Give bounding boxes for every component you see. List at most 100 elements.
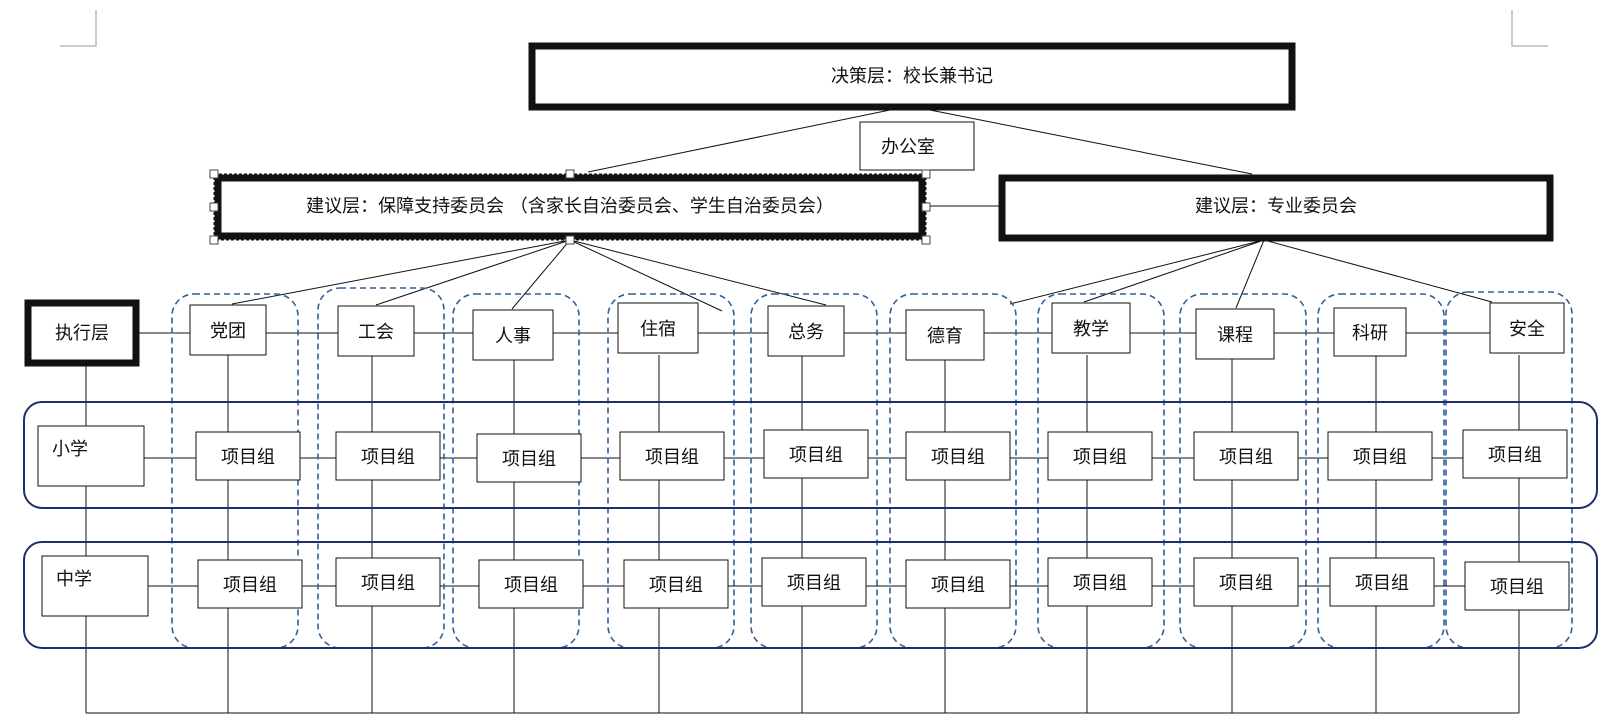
department-8: 课程	[1195, 308, 1275, 360]
executive-layer-box: 执行层	[24, 299, 140, 367]
project-group-label: 项目组	[1355, 573, 1409, 594]
department-label: 课程	[1217, 325, 1253, 346]
department-box	[1051, 302, 1131, 354]
department-label: 住宿	[640, 319, 676, 340]
office-label: 办公室	[881, 137, 935, 158]
secondary-label: 中学	[56, 569, 92, 590]
department-label: 科研	[1352, 323, 1388, 344]
project-group-box	[195, 431, 301, 481]
department-box	[767, 305, 845, 357]
advisory-support-box: 建议层：保障支持委员会 （含家长自治委员会、学生自治委员会）	[213, 173, 927, 241]
department-label: 安全	[1509, 319, 1545, 340]
project-group-box	[905, 431, 1011, 481]
project-group-label: 项目组	[931, 575, 985, 596]
page-corner-marks	[60, 10, 1548, 47]
project-group-label: 项目组	[1073, 573, 1127, 594]
department-box	[1489, 302, 1565, 354]
project-group-primary-9: 项目组	[1327, 431, 1433, 481]
secondary-box: 中学	[41, 555, 149, 617]
department-7: 教学	[1051, 302, 1131, 354]
primary-band	[23, 401, 1598, 509]
dashed-column-2	[317, 287, 445, 649]
project-group-label: 项目组	[361, 573, 415, 594]
project-group-primary-8: 项目组	[1193, 431, 1299, 481]
department-box	[472, 309, 554, 361]
project-group-label: 项目组	[1490, 577, 1544, 598]
project-group-primary-5: 项目组	[763, 429, 869, 479]
project-group-boxes: 项目组项目组项目组项目组项目组项目组项目组项目组项目组项目组项目组项目组项目组项…	[195, 429, 1570, 611]
primary-label: 小学	[52, 439, 88, 460]
project-group-box	[1047, 431, 1153, 481]
decision-layer-label: 决策层：校长兼书记	[831, 66, 993, 87]
project-group-box	[1047, 557, 1153, 607]
project-group-primary-2: 项目组	[335, 431, 441, 481]
advisory-professional-label: 建议层：专业委员会	[1195, 196, 1357, 217]
project-group-label: 项目组	[645, 447, 699, 468]
project-group-primary-4: 项目组	[619, 431, 725, 481]
project-group-box	[1193, 431, 1299, 481]
project-group-box	[1462, 429, 1568, 479]
department-box	[189, 304, 267, 356]
advisory-professional-box: 建议层：专业委员会	[998, 174, 1554, 242]
project-group-label: 项目组	[1353, 447, 1407, 468]
project-group-label: 项目组	[787, 573, 841, 594]
project-group-box	[1327, 431, 1433, 481]
project-group-box	[619, 431, 725, 481]
project-group-secondary-4: 项目组	[623, 559, 729, 609]
project-group-label: 项目组	[931, 447, 985, 468]
decision-layer-box: 决策层：校长兼书记	[528, 42, 1296, 111]
project-group-box	[1193, 557, 1299, 607]
project-group-secondary-2: 项目组	[335, 557, 441, 607]
department-9: 科研	[1333, 307, 1407, 357]
department-3: 人事	[472, 309, 554, 361]
project-group-box	[905, 559, 1011, 609]
department-box	[1333, 307, 1407, 357]
project-group-label: 项目组	[223, 575, 277, 596]
project-group-box	[763, 429, 869, 479]
project-group-box	[1329, 557, 1435, 607]
project-group-box	[197, 559, 303, 609]
project-group-label: 项目组	[789, 445, 843, 466]
selection-handles	[209, 169, 931, 245]
project-group-label: 项目组	[502, 449, 556, 470]
project-group-label: 项目组	[1219, 447, 1273, 468]
project-group-secondary-8: 项目组	[1193, 557, 1299, 607]
project-group-box	[478, 559, 584, 609]
department-label: 德育	[927, 326, 963, 347]
project-group-label: 项目组	[649, 575, 703, 596]
project-group-secondary-1: 项目组	[197, 559, 303, 609]
department-10: 安全	[1489, 302, 1565, 354]
office-box: 办公室	[859, 121, 975, 171]
project-group-primary-10: 项目组	[1462, 429, 1568, 479]
department-5: 总务	[767, 305, 845, 357]
project-group-box	[476, 433, 582, 483]
department-label: 党团	[210, 321, 246, 342]
project-group-secondary-7: 项目组	[1047, 557, 1153, 607]
department-box	[1195, 308, 1275, 360]
project-group-primary-6: 项目组	[905, 431, 1011, 481]
department-box	[337, 305, 415, 357]
advisory-support-label: 建议层：保障支持委员会 （含家长自治委员会、学生自治委员会）	[306, 196, 834, 217]
department-box	[617, 302, 699, 354]
project-group-label: 项目组	[1488, 445, 1542, 466]
project-group-secondary-10: 项目组	[1464, 561, 1570, 611]
project-group-primary-1: 项目组	[195, 431, 301, 481]
project-group-box	[623, 559, 729, 609]
project-group-label: 项目组	[504, 575, 558, 596]
project-group-primary-3: 项目组	[476, 433, 582, 483]
department-label: 教学	[1073, 319, 1109, 340]
department-2: 工会	[337, 305, 415, 357]
project-group-secondary-3: 项目组	[478, 559, 584, 609]
project-group-label: 项目组	[1219, 573, 1273, 594]
department-box	[905, 309, 985, 361]
project-group-label: 项目组	[1073, 447, 1127, 468]
project-group-box	[335, 557, 441, 607]
department-6: 德育	[905, 309, 985, 361]
department-label: 总务	[788, 322, 824, 343]
primary-box: 小学	[37, 425, 145, 487]
department-label: 工会	[358, 322, 394, 343]
executive-layer-label: 执行层	[55, 323, 109, 344]
department-label: 人事	[495, 326, 531, 347]
project-group-secondary-5: 项目组	[761, 557, 867, 607]
